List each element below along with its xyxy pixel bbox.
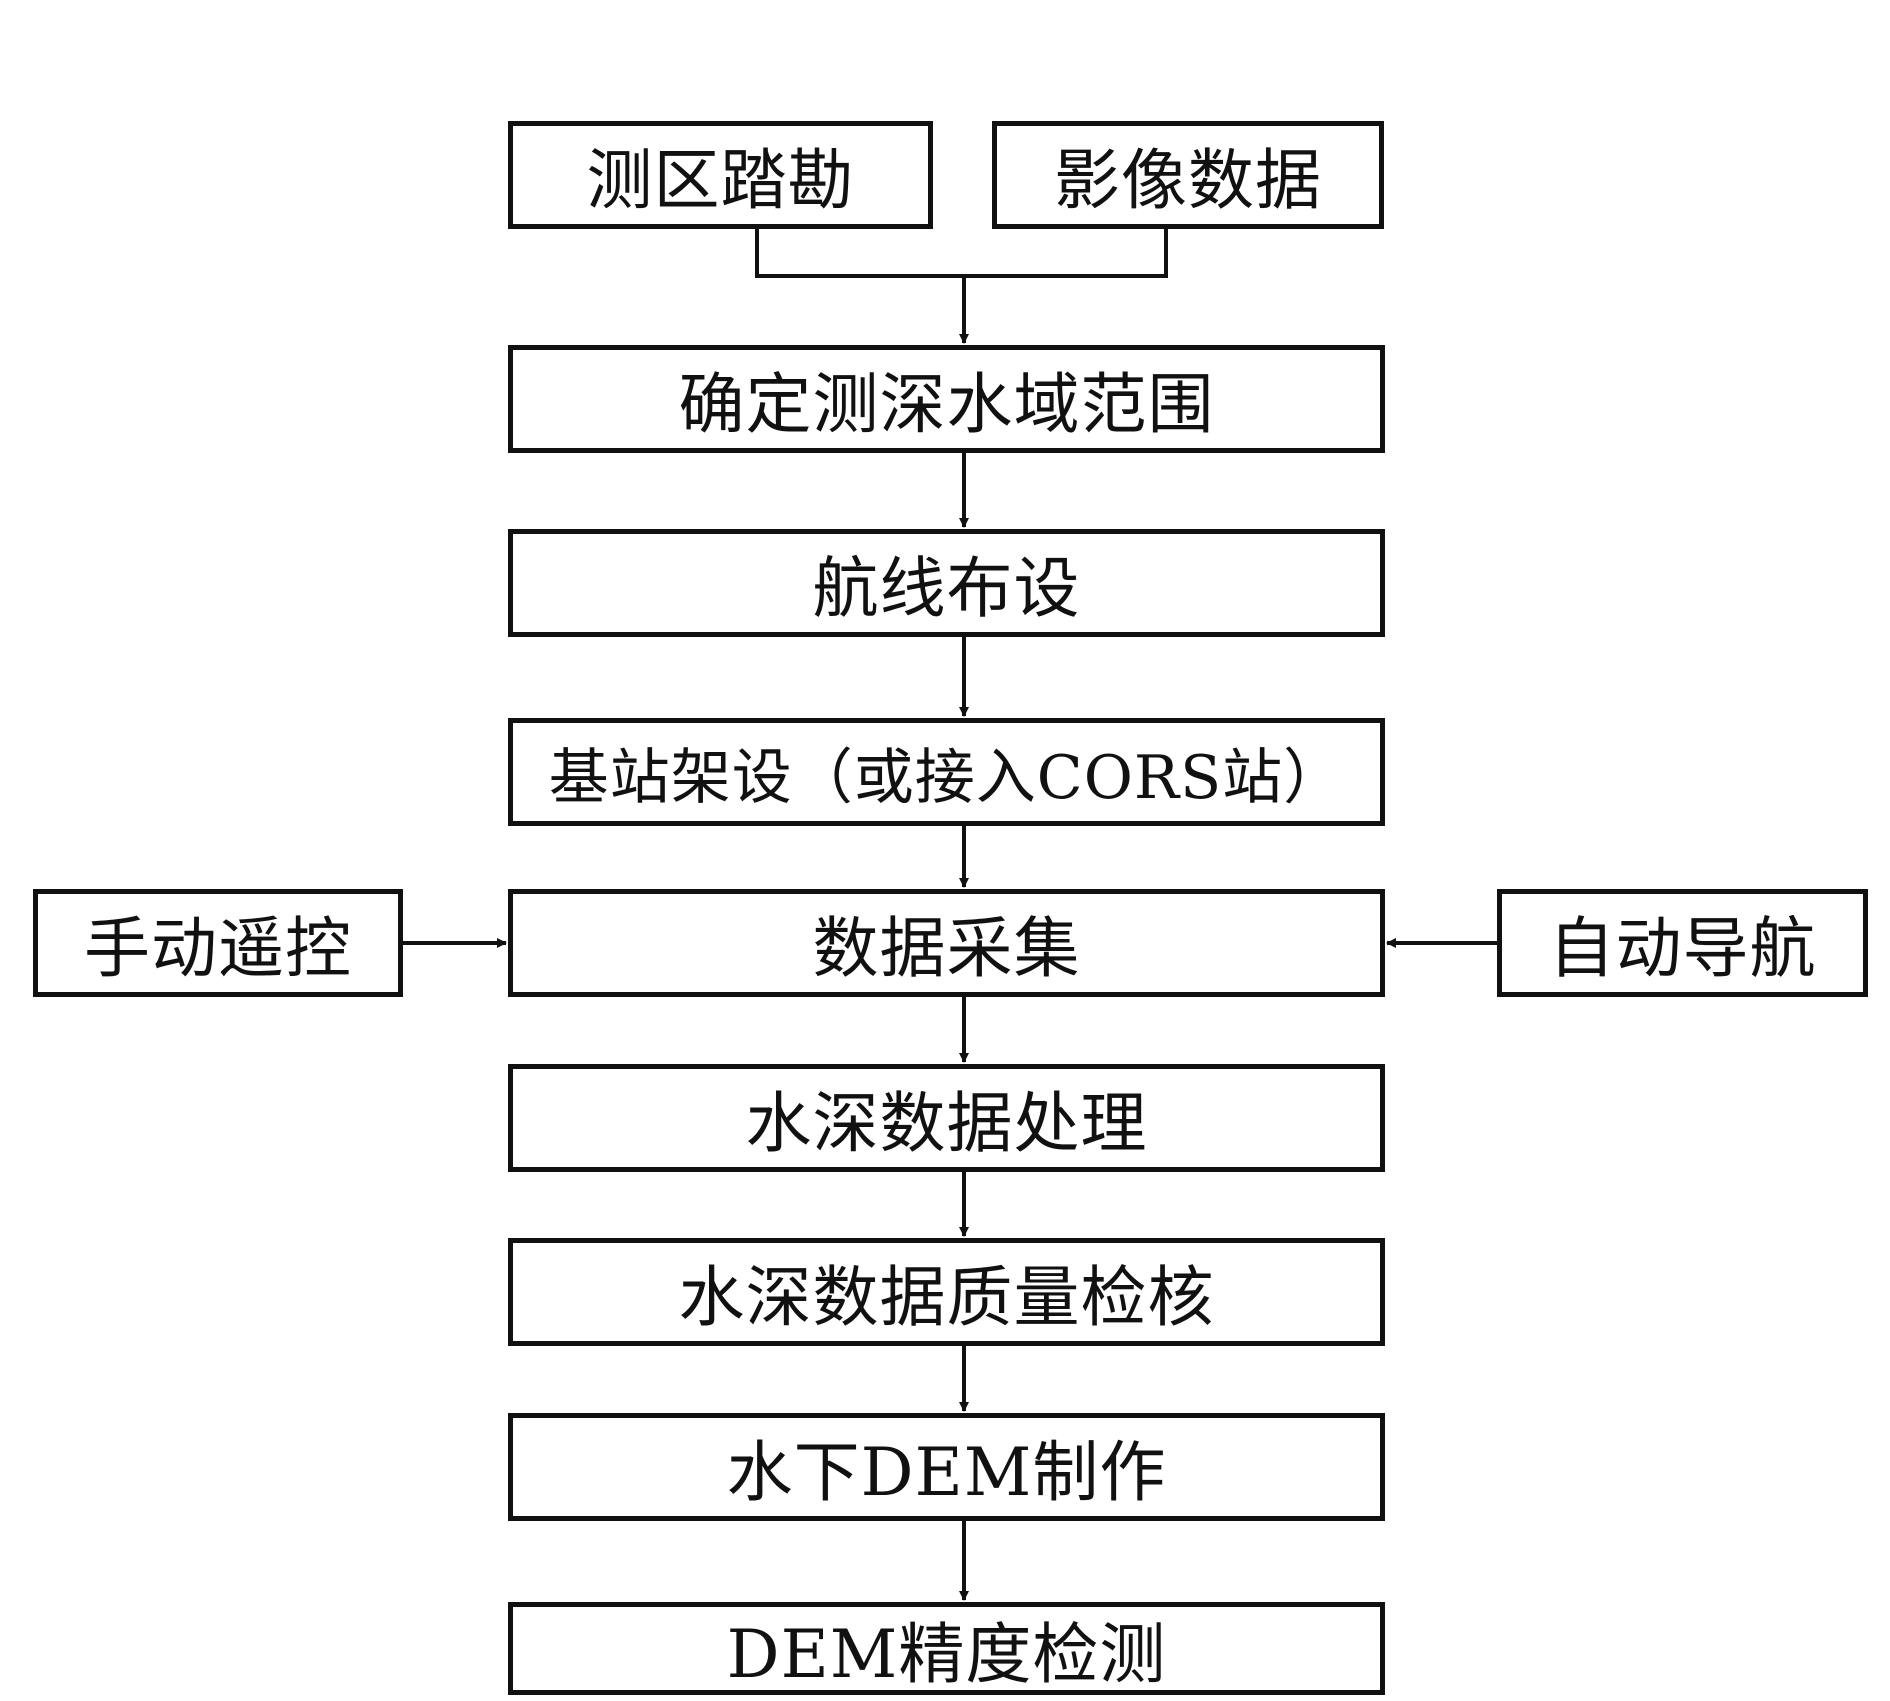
node-collect: 数据采集 [508, 889, 1385, 997]
node-survey: 测区踏勘 [508, 121, 933, 229]
node-auto-label: 自动导航 [1548, 910, 1817, 987]
node-base: 基站架设（或接入CORS站） [508, 718, 1385, 826]
node-dem-label: 水下DEM制作 [726, 1434, 1167, 1511]
node-quality: 水深数据质量检核 [508, 1238, 1385, 1346]
node-base-label: 基站架设（或接入CORS站） [548, 742, 1345, 813]
node-imagery-label: 影像数据 [1054, 142, 1322, 219]
node-quality-label: 水深数据质量检核 [678, 1259, 1215, 1336]
node-accuracy-label: DEM精度检测 [726, 1615, 1167, 1693]
merge-connector [755, 229, 1168, 278]
node-process: 水深数据处理 [508, 1064, 1385, 1172]
node-process-label: 水深数据处理 [745, 1085, 1148, 1162]
node-auto: 自动导航 [1497, 889, 1868, 997]
node-accuracy: DEM精度检测 [508, 1602, 1385, 1695]
node-collect-label: 数据采集 [812, 910, 1081, 987]
node-survey-label: 测区踏勘 [586, 142, 855, 219]
node-dem: 水下DEM制作 [508, 1413, 1385, 1521]
node-route: 航线布设 [508, 529, 1385, 637]
node-route-label: 航线布设 [812, 550, 1081, 627]
node-imagery: 影像数据 [992, 121, 1384, 229]
node-extent-label: 确定测深水域范围 [678, 366, 1215, 443]
node-manual-label: 手动遥控 [84, 910, 352, 987]
node-extent: 确定测深水域范围 [508, 345, 1385, 453]
node-manual: 手动遥控 [33, 889, 403, 997]
